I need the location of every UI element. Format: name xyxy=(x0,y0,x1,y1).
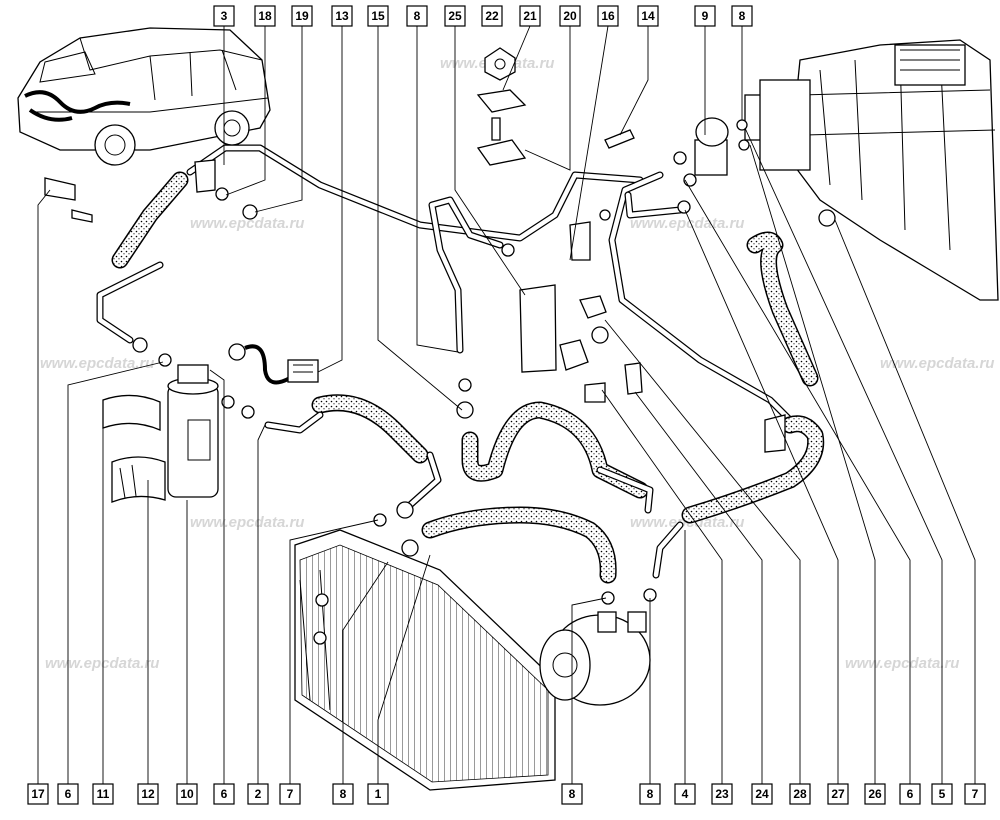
svg-text:1: 1 xyxy=(375,787,382,801)
callout-15: 15 xyxy=(367,5,389,27)
callout-28: 28 xyxy=(789,783,811,805)
callout-8: 8 xyxy=(639,783,661,805)
callout-7: 7 xyxy=(279,783,301,805)
compressor xyxy=(539,611,651,706)
svg-text:7: 7 xyxy=(972,787,979,801)
svg-text:4: 4 xyxy=(682,787,689,801)
svg-text:5: 5 xyxy=(939,787,946,801)
callout-21: 21 xyxy=(519,5,541,27)
callout-8: 8 xyxy=(332,783,354,805)
callout-6: 6 xyxy=(213,783,235,805)
svg-text:7: 7 xyxy=(287,787,294,801)
callout-8: 8 xyxy=(731,5,753,27)
leader-lines xyxy=(37,25,976,784)
watermark-text: www.epcdata.ru xyxy=(190,514,304,531)
callout-25: 25 xyxy=(444,5,466,27)
callout-13: 13 xyxy=(331,5,353,27)
flexible-hoses xyxy=(111,171,825,584)
callout-4: 4 xyxy=(674,783,696,805)
svg-text:12: 12 xyxy=(141,787,155,801)
callout-27: 27 xyxy=(827,783,849,805)
vehicle-location-illustration xyxy=(17,27,271,166)
svg-text:28: 28 xyxy=(793,787,807,801)
svg-text:26: 26 xyxy=(868,787,882,801)
callout-18: 18 xyxy=(254,5,276,27)
svg-text:20: 20 xyxy=(563,9,577,23)
svg-text:27: 27 xyxy=(831,787,845,801)
expansion-valve xyxy=(604,117,750,214)
svg-text:13: 13 xyxy=(335,9,349,23)
callout-26: 26 xyxy=(864,783,886,805)
svg-text:8: 8 xyxy=(340,787,347,801)
callout-22: 22 xyxy=(481,5,503,27)
callout-5: 5 xyxy=(931,783,953,805)
svg-text:10: 10 xyxy=(180,787,194,801)
svg-text:6: 6 xyxy=(221,787,228,801)
svg-text:21: 21 xyxy=(523,9,537,23)
callout-6: 6 xyxy=(899,783,921,805)
callout-12: 12 xyxy=(137,783,159,805)
watermark-text: www.epcdata.ru xyxy=(630,215,744,232)
callouts-bottom: 17 6 11 12 10 6 2 7 8 1 8 8 4 23 24 28 2… xyxy=(27,783,986,805)
callout-2: 2 xyxy=(247,783,269,805)
svg-text:11: 11 xyxy=(97,787,110,801)
pressure-switch xyxy=(228,343,319,385)
callout-6: 6 xyxy=(57,783,79,805)
callout-8: 8 xyxy=(406,5,428,27)
svg-text:6: 6 xyxy=(907,787,914,801)
svg-text:24: 24 xyxy=(755,787,769,801)
callout-1: 1 xyxy=(367,783,389,805)
watermark-text: www.epcdata.ru xyxy=(845,655,959,672)
svg-text:22: 22 xyxy=(485,9,499,23)
callout-16: 16 xyxy=(597,5,619,27)
svg-text:14: 14 xyxy=(641,9,655,23)
o-rings-and-fittings xyxy=(132,337,657,605)
svg-text:8: 8 xyxy=(414,9,421,23)
callout-9: 9 xyxy=(694,5,716,27)
svg-text:19: 19 xyxy=(295,9,309,23)
callout-3: 3 xyxy=(213,5,235,27)
svg-text:23: 23 xyxy=(715,787,729,801)
svg-text:17: 17 xyxy=(31,787,45,801)
callout-14: 14 xyxy=(637,5,659,27)
callouts-top: 3 18 19 13 15 8 25 22 21 20 16 14 9 8 xyxy=(213,5,753,27)
callout-23: 23 xyxy=(711,783,733,805)
callout-10: 10 xyxy=(176,783,198,805)
svg-text:18: 18 xyxy=(258,9,272,23)
callout-11: 11 xyxy=(92,783,114,805)
watermark-text: www.epcdata.ru xyxy=(190,215,304,232)
svg-text:8: 8 xyxy=(569,787,576,801)
callout-19: 19 xyxy=(291,5,313,27)
watermark-text: www.epcdata.ru xyxy=(45,655,159,672)
svg-text:3: 3 xyxy=(221,9,228,23)
callout-17: 17 xyxy=(27,783,49,805)
receiver-drier xyxy=(102,364,219,503)
svg-text:25: 25 xyxy=(448,9,462,23)
watermark-text: www.epcdata.ru xyxy=(880,355,994,372)
svg-text:15: 15 xyxy=(371,9,385,23)
callout-20: 20 xyxy=(559,5,581,27)
watermark-text: www.epcdata.ru xyxy=(40,355,154,372)
callout-24: 24 xyxy=(751,783,773,805)
svg-text:2: 2 xyxy=(255,787,262,801)
svg-text:8: 8 xyxy=(647,787,654,801)
svg-text:8: 8 xyxy=(739,9,746,23)
svg-text:6: 6 xyxy=(65,787,72,801)
callout-7: 7 xyxy=(964,783,986,805)
svg-text:9: 9 xyxy=(702,9,709,23)
rigid-pipes xyxy=(96,144,794,424)
evaporator-unit xyxy=(744,39,999,301)
svg-text:16: 16 xyxy=(601,9,615,23)
callout-8: 8 xyxy=(561,783,583,805)
condenser xyxy=(294,529,556,791)
